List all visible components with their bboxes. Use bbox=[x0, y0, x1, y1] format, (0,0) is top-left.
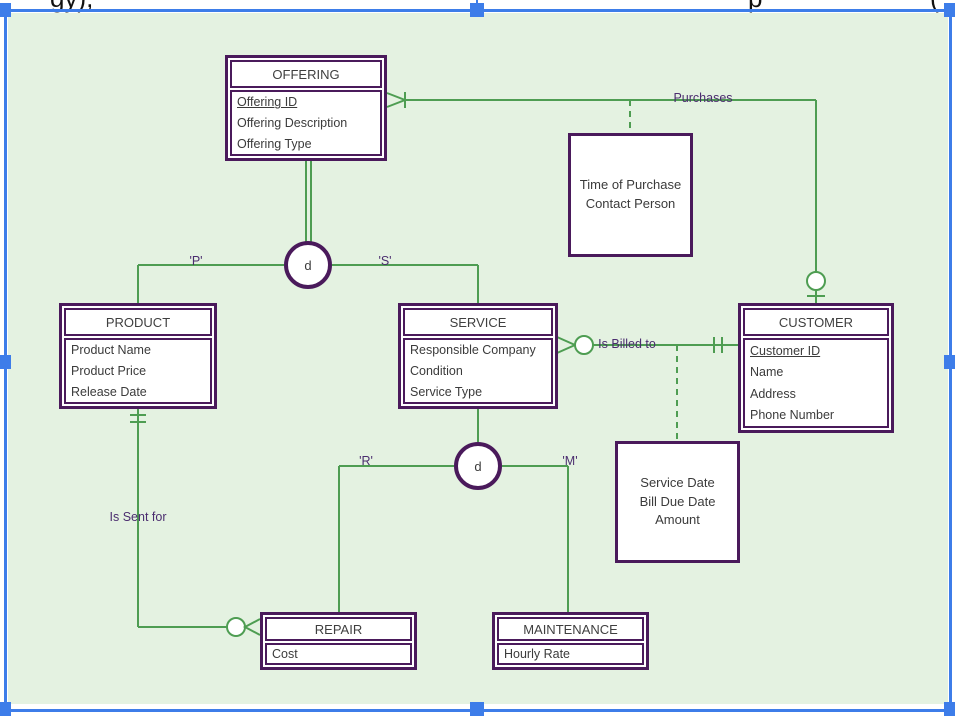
relationship-label-is-sent-for: Is Sent for bbox=[109, 510, 167, 524]
attribute: Product Price bbox=[71, 364, 147, 378]
cropped-text-fragment: ( bbox=[930, 0, 950, 14]
relationship-label-is-billed-to: Is Billed to bbox=[598, 337, 656, 351]
resize-handle-top-left[interactable] bbox=[0, 3, 11, 17]
disjoint-letter: d bbox=[474, 458, 482, 474]
note-line: Bill Due Date bbox=[639, 493, 716, 509]
billing-attributes-box[interactable]: Service Date Bill Due Date Amount bbox=[615, 441, 740, 563]
entity-title: MAINTENANCE bbox=[497, 617, 644, 641]
resize-handle-middle-left[interactable] bbox=[0, 355, 11, 369]
entity-title: PRODUCT bbox=[64, 308, 212, 336]
resize-handle-bottom-center[interactable] bbox=[470, 702, 484, 716]
relationship-label-purchases: Purchases bbox=[673, 91, 733, 105]
note-line: Amount bbox=[655, 512, 700, 528]
attribute: Offering Description bbox=[237, 116, 348, 130]
resize-handle-bottom-right[interactable] bbox=[944, 702, 955, 716]
disjoint-circle[interactable]: d bbox=[284, 241, 332, 289]
attribute: Hourly Rate bbox=[504, 647, 570, 661]
entity-maintenance[interactable]: MAINTENANCE Hourly Rate bbox=[492, 612, 649, 670]
attribute: Offering Type bbox=[237, 136, 312, 151]
note-line: Time of Purchase bbox=[579, 177, 682, 193]
attribute: Address bbox=[750, 386, 796, 401]
attribute: Cost bbox=[272, 647, 298, 661]
purchases-attributes-box[interactable]: Time of Purchase Contact Person bbox=[568, 133, 693, 257]
resize-handle-top-right[interactable] bbox=[944, 3, 955, 17]
attribute-primary-key: Offering ID bbox=[237, 95, 298, 110]
attribute: Product Name bbox=[71, 343, 151, 358]
entity-product[interactable]: PRODUCT Product Name Product Price Relea… bbox=[59, 303, 217, 409]
entity-title: SERVICE bbox=[403, 308, 553, 336]
resize-handle-top-center[interactable] bbox=[470, 3, 484, 17]
disjoint-letter: d bbox=[304, 257, 312, 273]
subtype-label-product: 'P' bbox=[189, 254, 203, 268]
subtype-label-service: 'S' bbox=[378, 254, 392, 268]
entity-service[interactable]: SERVICE Responsible Company Condition Se… bbox=[398, 303, 558, 409]
entity-repair[interactable]: REPAIR Cost bbox=[260, 612, 417, 670]
attribute: Responsible Company bbox=[410, 343, 536, 358]
entity-title: OFFERING bbox=[230, 60, 382, 88]
subtype-label-repair: 'R' bbox=[359, 454, 373, 468]
note-line: Contact Person bbox=[585, 196, 676, 211]
attribute: Condition bbox=[410, 364, 463, 378]
disjoint-circle[interactable]: d bbox=[454, 442, 502, 490]
attribute: Name bbox=[750, 365, 784, 380]
note-line: Service Date bbox=[640, 474, 715, 490]
entity-offering[interactable]: OFFERING Offering ID Offering Descriptio… bbox=[225, 55, 387, 161]
resize-handle-middle-right[interactable] bbox=[944, 355, 955, 369]
attribute: Service Type bbox=[410, 384, 483, 399]
attribute: Release Date bbox=[71, 384, 147, 399]
attribute-primary-key: Customer ID bbox=[750, 343, 821, 358]
attribute: Phone Number bbox=[750, 408, 835, 423]
selection-rotate-stem bbox=[476, 0, 478, 5]
subtype-label-maintenance: 'M' bbox=[562, 454, 578, 468]
resize-handle-bottom-left[interactable] bbox=[0, 702, 11, 716]
entity-title: CUSTOMER bbox=[743, 308, 889, 336]
entity-customer[interactable]: CUSTOMER Customer ID Name Address Phone … bbox=[738, 303, 894, 433]
entity-title: REPAIR bbox=[265, 617, 412, 641]
